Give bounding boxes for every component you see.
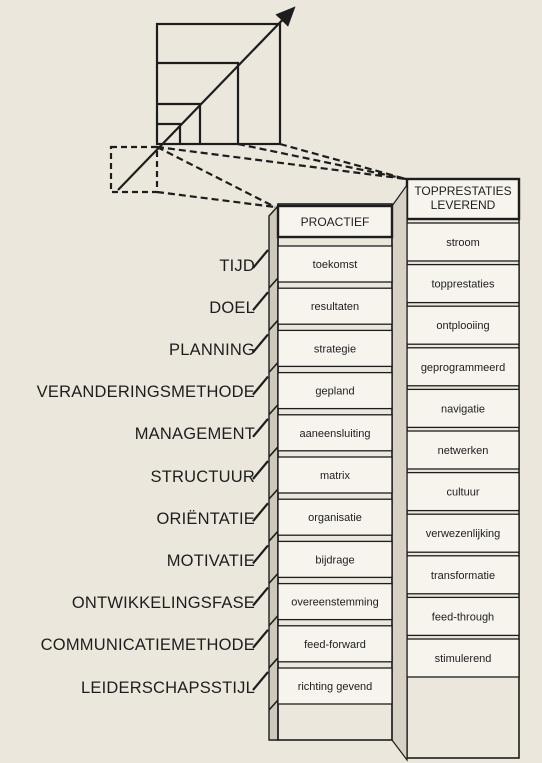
dimension-arrow-line bbox=[252, 586, 269, 607]
growth-step-3 bbox=[157, 61, 240, 144]
top-column-cell-text: stroom bbox=[446, 237, 480, 249]
proactive-column-cell bbox=[277, 371, 393, 410]
top-column-cell bbox=[406, 513, 520, 553]
dimension-label: MOTIVATIE bbox=[166, 551, 255, 570]
edge-tick bbox=[268, 361, 279, 373]
top-column-cell bbox=[406, 596, 520, 637]
projection-line-4 bbox=[237, 142, 407, 181]
proactive-column-cell-text: richting gevend bbox=[298, 681, 373, 693]
dashed-focus-square bbox=[109, 145, 159, 194]
top-column-cell bbox=[406, 347, 520, 387]
dimension-arrow-line bbox=[252, 629, 269, 649]
top-column-cell-text: geprogrammeerd bbox=[421, 362, 505, 374]
dimension-label: VERANDERINGSMETHODE bbox=[36, 383, 255, 402]
dimension-arrows bbox=[252, 249, 269, 691]
projection-line-5 bbox=[279, 142, 407, 181]
dimension-label: ORIËNTATIE bbox=[156, 509, 255, 528]
edge-tick bbox=[268, 699, 279, 711]
top-column-cell bbox=[406, 305, 520, 345]
top-column-cell-text: netwerken bbox=[438, 445, 489, 457]
proactive-column-cell-text: matrix bbox=[320, 470, 350, 482]
edge-tick bbox=[268, 530, 279, 542]
proactive-column-cell bbox=[277, 456, 393, 494]
top-column-cell bbox=[406, 222, 520, 262]
dimension-arrow-line bbox=[252, 249, 269, 269]
top-column-cell-text: verwezenlijking bbox=[426, 528, 501, 540]
proactive-column-cell-text: gepland bbox=[315, 386, 354, 398]
edge-tick bbox=[268, 572, 279, 584]
dimension-label: COMMUNICATIEMETHODE bbox=[40, 636, 255, 655]
projection-line-2 bbox=[156, 146, 276, 208]
growth-step-1 bbox=[157, 122, 182, 144]
proactive-column-cell bbox=[277, 540, 393, 579]
proactive-column-cell bbox=[277, 498, 393, 536]
top-column-cell bbox=[406, 638, 520, 678]
dimension-label: ONTWIKKELINGSFASE bbox=[71, 594, 255, 613]
dimension-label: STRUCTUUR bbox=[150, 467, 255, 486]
top-column-cell-text: cultuur bbox=[446, 487, 479, 499]
edge-tick bbox=[268, 277, 279, 289]
edge-tick bbox=[268, 404, 279, 416]
top-column-cell-text: stimulerend bbox=[435, 653, 492, 665]
dimension-arrow-line bbox=[252, 375, 269, 396]
top-column-cell bbox=[406, 555, 520, 595]
top-column-cell-text: transformatie bbox=[431, 570, 495, 582]
edge-tick bbox=[268, 319, 279, 331]
dimension-arrow-line bbox=[252, 291, 269, 311]
top-column-cell bbox=[406, 430, 520, 470]
top-column-cell-text: feed-through bbox=[432, 611, 494, 623]
proactive-column-cell bbox=[277, 625, 393, 663]
top-column-cell bbox=[406, 263, 520, 304]
dimension-label: PLANNING bbox=[169, 340, 255, 359]
proactive-column-cell bbox=[277, 667, 393, 705]
dimension-arrow-line bbox=[252, 502, 269, 522]
growth-diagram bbox=[109, 6, 407, 209]
proactive-column-cell-text: organisatie bbox=[308, 512, 362, 524]
top-column-cell bbox=[406, 471, 520, 512]
proactive-column-cell-text: overeenstemming bbox=[291, 597, 378, 609]
growth-arrow bbox=[117, 6, 296, 191]
dimension-label: DOEL bbox=[209, 298, 255, 317]
proactive-column-header-box bbox=[276, 204, 394, 239]
proactive-column-side bbox=[391, 183, 408, 762]
edge-tick bbox=[268, 488, 279, 500]
edge-tick bbox=[268, 615, 279, 627]
proactive-column-cell-text: strategie bbox=[314, 343, 356, 355]
dimension-arrow-line bbox=[252, 671, 269, 691]
top-column-header-line: LEVEREND bbox=[431, 198, 496, 212]
proactive-column-cell bbox=[277, 414, 393, 452]
dimension-arrow-line bbox=[252, 418, 269, 438]
dimension-arrow-line bbox=[252, 333, 269, 354]
projection-line-3 bbox=[156, 190, 276, 209]
proactive-column-cell-text: toekomst bbox=[313, 259, 358, 271]
dimension-label: LEIDERSCHAPSSTIJL bbox=[81, 678, 255, 697]
proactive-column-cell-text: bijdrage bbox=[315, 554, 354, 566]
proactive-column-cell bbox=[277, 287, 393, 325]
proactive-column-cell-text: aaneensluiting bbox=[300, 428, 371, 440]
projection-line-1 bbox=[156, 145, 407, 181]
edge-tick bbox=[268, 446, 279, 458]
top-column-cell-text: topprestaties bbox=[432, 279, 495, 291]
proactive-column-cell bbox=[277, 245, 393, 283]
proactive-column-cell bbox=[277, 329, 393, 368]
growth-square-outer bbox=[155, 22, 282, 146]
proactive-column-cell-text: resultaten bbox=[311, 301, 359, 313]
dimension-label: MANAGEMENT bbox=[134, 425, 255, 444]
proactive-column-header: PROACTIEF bbox=[301, 215, 370, 229]
proactive-column-cell bbox=[277, 582, 393, 621]
dimension-label: TIJD bbox=[219, 256, 255, 275]
dimension-arrow-line bbox=[252, 460, 269, 480]
proactive-column-cell-text: feed-forward bbox=[304, 639, 366, 651]
dimension-arrow-line bbox=[252, 544, 269, 565]
top-column-cell-text: ontplooiing bbox=[436, 320, 489, 332]
top-column-header-line: TOPPRESTATIES bbox=[414, 184, 511, 198]
top-column-cell-text: navigatie bbox=[441, 403, 485, 415]
edge-tick bbox=[268, 657, 279, 669]
